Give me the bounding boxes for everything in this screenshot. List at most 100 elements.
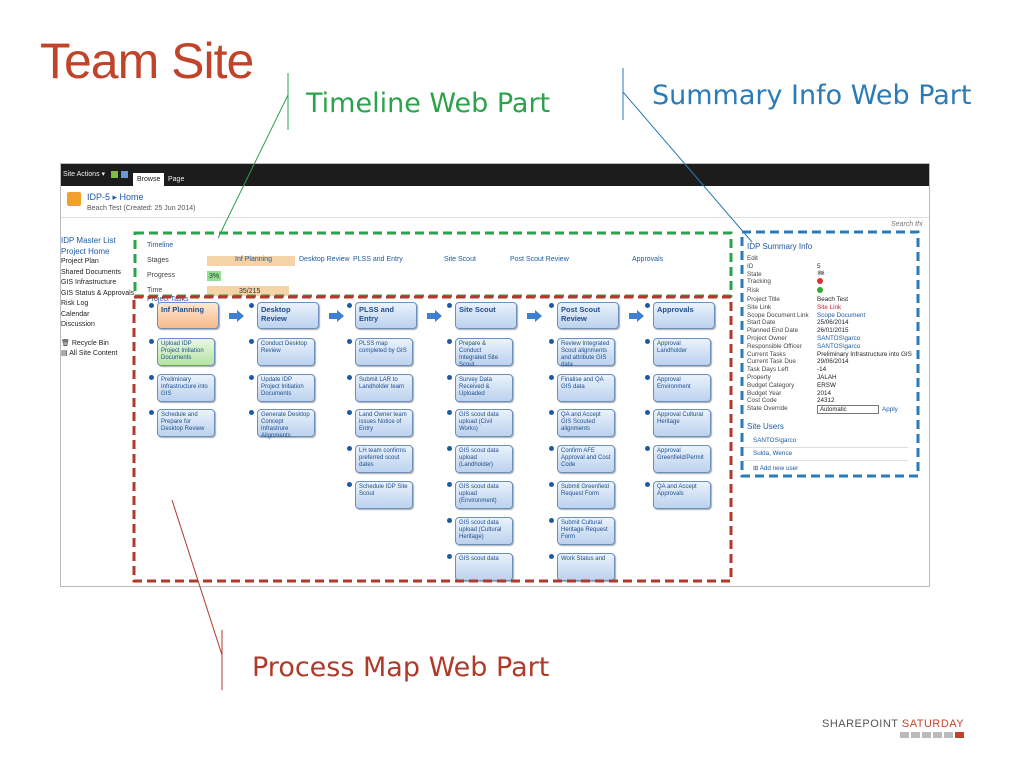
task-info-icon[interactable] <box>249 339 254 344</box>
ql-item[interactable]: GIS Status & Approvals <box>61 289 135 297</box>
task-box[interactable]: Land Owner team issues Notice of Entry <box>355 409 413 437</box>
task-box[interactable]: Submit Cultural Heritage Request Form <box>557 517 615 545</box>
task-box[interactable]: GIS scout data upload (Cultural Heritage… <box>455 517 513 545</box>
task-box[interactable]: Submit Greenfield Request Form <box>557 481 615 509</box>
task-info-icon[interactable] <box>549 446 554 451</box>
user-item[interactable]: SANTOS\garco <box>743 435 908 449</box>
task-info-icon[interactable] <box>149 375 154 380</box>
summary-edit-link[interactable]: Edit <box>743 255 919 263</box>
site-actions-menu[interactable]: Site Actions ▾ <box>63 171 106 178</box>
stage-box[interactable]: Site Scout <box>455 302 517 329</box>
task-box[interactable]: PLSS map completed by GIS <box>355 338 413 366</box>
task-info-icon[interactable] <box>645 410 650 415</box>
task-info-icon[interactable] <box>249 410 254 415</box>
task-box[interactable]: Approval Landholder <box>653 338 711 366</box>
stage-info-icon[interactable] <box>645 303 650 308</box>
task-info-icon[interactable] <box>249 375 254 380</box>
ql-item-project-home[interactable]: Project Home <box>61 246 110 256</box>
task-info-icon[interactable] <box>549 482 554 487</box>
task-box[interactable]: GIS scout data upload (Environment) <box>455 481 513 509</box>
stage-info-icon[interactable] <box>149 303 154 308</box>
ql-all-site-content[interactable]: ▤ All Site Content <box>61 350 118 357</box>
ql-recycle-bin[interactable]: 🗑 Recycle Bin <box>61 339 109 347</box>
task-info-icon[interactable] <box>549 375 554 380</box>
tab-browse[interactable]: Browse <box>133 173 165 186</box>
ql-item[interactable]: GIS Infrastructure <box>61 279 117 286</box>
edit-page-icon[interactable] <box>121 171 128 178</box>
ql-item[interactable]: Discussion <box>61 321 95 328</box>
task-info-icon[interactable] <box>447 518 452 523</box>
task-info-icon[interactable] <box>347 410 352 415</box>
task-box[interactable]: Schedule and Prepare for Desktop Review <box>157 409 215 437</box>
task-info-icon[interactable] <box>447 482 452 487</box>
stage-box[interactable]: Desktop Review <box>257 302 319 329</box>
add-user-link[interactable]: ⊞ Add new user <box>753 465 799 473</box>
task-box[interactable]: QA and Accept Approvals <box>653 481 711 509</box>
task-info-icon[interactable] <box>347 482 352 487</box>
stage-info-icon[interactable] <box>447 303 452 308</box>
task-box[interactable]: Schedule IDP Site Scout <box>355 481 413 509</box>
task-info-icon[interactable] <box>549 518 554 523</box>
ql-item[interactable]: Risk Log <box>61 300 89 307</box>
task-info-icon[interactable] <box>149 339 154 344</box>
summary-value[interactable]: SANTOS\garco <box>817 342 861 350</box>
stage-box[interactable]: Post Scout Review <box>557 302 619 329</box>
task-box[interactable]: Submit LAR to Landholder team <box>355 374 413 402</box>
task-info-icon[interactable] <box>645 446 650 451</box>
task-info-icon[interactable] <box>447 554 452 559</box>
task-box[interactable]: LH team confirms preferred scout dates <box>355 445 413 473</box>
task-info-icon[interactable] <box>447 375 452 380</box>
task-info-icon[interactable] <box>347 446 352 451</box>
task-box[interactable]: Conduct Desktop Review <box>257 338 315 366</box>
state-override-select[interactable]: Automatic <box>817 405 879 415</box>
search-input[interactable]: Search thi <box>891 221 923 228</box>
ql-item[interactable]: Shared Documents <box>61 268 121 276</box>
task-box[interactable]: Approval Environment <box>653 374 711 402</box>
stage-box[interactable]: PLSS and Entry <box>355 302 417 329</box>
task-info-icon[interactable] <box>447 410 452 415</box>
summary-value[interactable]: SANTOS\garco <box>817 334 861 342</box>
task-info-icon[interactable] <box>549 339 554 344</box>
task-box[interactable]: Approval Greenfield/Permit <box>653 445 711 473</box>
summary-value[interactable]: Site Link <box>817 303 842 311</box>
tab-page[interactable]: Page <box>168 176 185 183</box>
apply-link[interactable]: Apply <box>882 406 898 414</box>
task-box[interactable]: Update IDP Project Initiation Documents <box>257 374 315 402</box>
stage-box[interactable]: Approvals <box>653 302 715 329</box>
task-box[interactable]: Generate Desktop Concept Infrastrure Ali… <box>257 409 315 439</box>
task-info-icon[interactable] <box>347 375 352 380</box>
ql-header[interactable]: IDP Master List <box>61 236 116 245</box>
task-box[interactable]: Prepare & Conduct Integrated Site Scout <box>455 338 513 368</box>
task-info-icon[interactable] <box>149 410 154 415</box>
breadcrumb[interactable]: IDP-5 ▸ Home <box>87 192 144 202</box>
task-box[interactable]: GIS scout data upload (Civil Works) <box>455 409 513 437</box>
stage-box[interactable]: Inf Planning <box>157 302 219 329</box>
task-box[interactable]: Preliminary Infrastructure into GIS <box>157 374 215 402</box>
task-box[interactable]: Approval Cultural Heritage <box>653 409 711 437</box>
task-box[interactable]: Work Status and <box>557 553 615 581</box>
user-item[interactable]: Sulda, Wence <box>743 448 908 462</box>
task-info-icon[interactable] <box>645 375 650 380</box>
task-info-icon[interactable] <box>549 554 554 559</box>
stage-info-icon[interactable] <box>249 303 254 308</box>
task-info-icon[interactable] <box>347 339 352 344</box>
task-box[interactable]: Finalise and QA GIS data <box>557 374 615 402</box>
summary-value[interactable]: Scope Document <box>817 311 866 319</box>
task-info-icon[interactable] <box>447 446 452 451</box>
navigate-up-icon[interactable] <box>111 171 118 178</box>
task-info-icon[interactable] <box>645 339 650 344</box>
task-box[interactable]: Survey Data Received & Uploaded <box>455 374 513 402</box>
task-box[interactable]: Confirm AFE Approval and Cost Code <box>557 445 615 473</box>
task-box[interactable]: QA and Accept GIS Scouted alignments <box>557 409 615 437</box>
task-box[interactable]: GIS scout data upload (Landholder) <box>455 445 513 473</box>
task-box[interactable]: GIS scout data <box>455 553 513 581</box>
stage-info-icon[interactable] <box>549 303 554 308</box>
task-info-icon[interactable] <box>447 339 452 344</box>
stage-info-icon[interactable] <box>347 303 352 308</box>
task-info-icon[interactable] <box>549 410 554 415</box>
task-box[interactable]: Upload IDP Project Initiation Documents <box>157 338 215 366</box>
ql-item[interactable]: Project Plan <box>61 258 99 265</box>
ql-item[interactable]: Calendar <box>61 310 90 318</box>
task-box[interactable]: Review Integrated Scout alignments and a… <box>557 338 615 368</box>
task-info-icon[interactable] <box>645 482 650 487</box>
